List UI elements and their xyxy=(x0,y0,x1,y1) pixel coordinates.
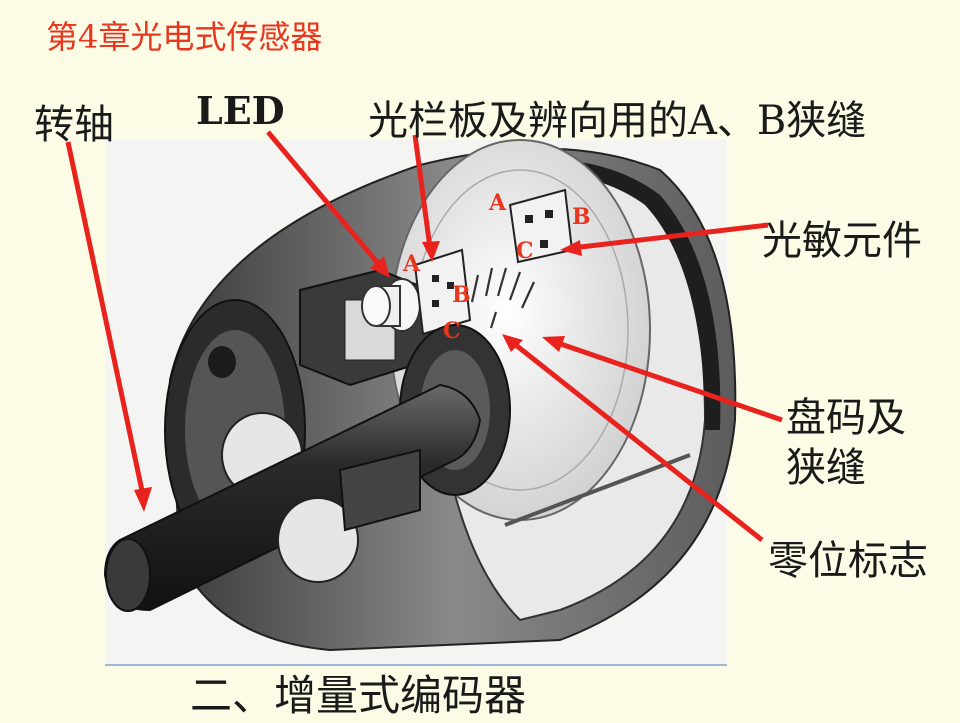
label-zero-mark: 零位标志 xyxy=(768,538,928,584)
slide-title: 二、增量式编码器 xyxy=(190,671,527,720)
label-disk-line2: 狭缝 xyxy=(786,445,866,491)
label-led: LED xyxy=(196,88,285,133)
grating-plate xyxy=(413,248,472,336)
letter-c-photo: C xyxy=(516,238,534,264)
disk-slits xyxy=(470,267,535,329)
letter-a-photo: A xyxy=(489,190,507,216)
label-shaft: 转轴 xyxy=(34,102,114,148)
label-photo-element: 光敏元件 xyxy=(762,218,922,264)
letter-c-grating: C xyxy=(443,318,461,344)
arrowheads xyxy=(134,240,582,512)
letter-b-grating: B xyxy=(452,282,471,308)
label-grating: 光栏板及辨向用的A、B狭缝 xyxy=(368,98,867,144)
callout-arrows xyxy=(65,130,783,542)
letter-b-photo: B xyxy=(572,204,591,230)
label-disk-line1: 盘码及 xyxy=(786,395,906,441)
chapter-title: 第4章光电式传感器 xyxy=(46,18,323,56)
letter-a-grating: A xyxy=(403,251,421,277)
